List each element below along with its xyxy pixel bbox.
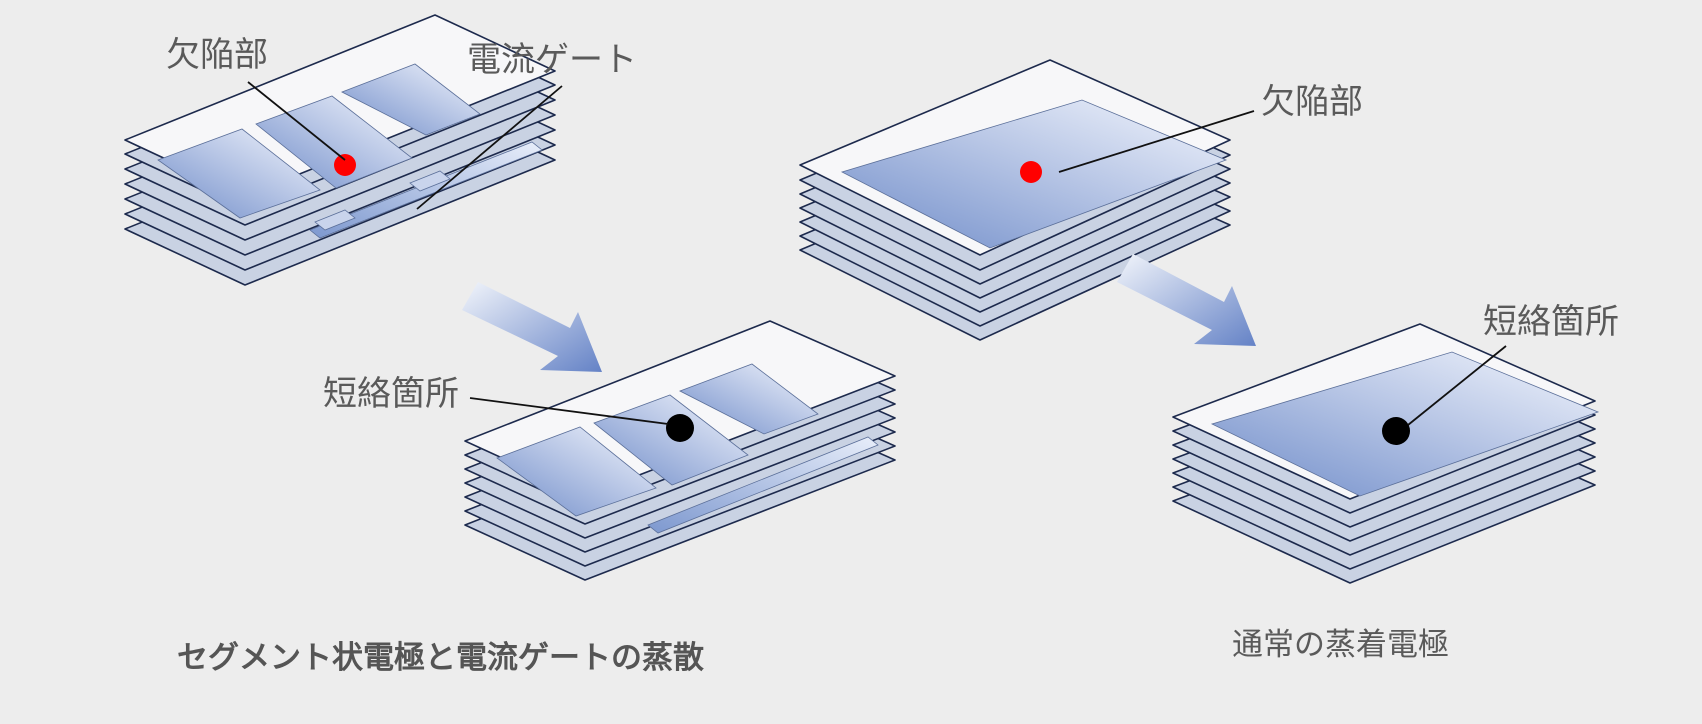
current-gate-bridge (314, 209, 356, 231)
electrode-segment (593, 394, 749, 486)
stack-segmented-after (464, 320, 896, 581)
defect-dot (334, 154, 356, 176)
short-dot (666, 414, 694, 442)
leader-line-short-b (1407, 345, 1507, 426)
caption-normal: 通常の蒸着電極 (1232, 627, 1449, 663)
leader-line-defect-b (1058, 110, 1255, 173)
label-defect-b: 欠陥部 (1261, 82, 1363, 122)
transition-arrow-left (462, 282, 602, 372)
stack-segmented-before (124, 14, 556, 286)
leader-line-short-a (469, 397, 669, 425)
electrode-segment (679, 363, 819, 435)
label-defect-a: 欠陥部 (166, 35, 268, 75)
electrode-segment (157, 128, 321, 219)
electrode-segment (341, 63, 481, 136)
leader-line-defect-a (247, 81, 346, 161)
stack-b-segments (496, 363, 879, 534)
electrode-strip (309, 141, 543, 239)
label-current-gate: 電流ゲート (467, 40, 637, 80)
caption-segmented: セグメント状電極と電流ゲートの蒸散 (177, 640, 704, 676)
defect-dot (1020, 161, 1042, 183)
current-gate-bridge (409, 170, 451, 192)
stack-normal-after (1172, 323, 1600, 584)
short-dot (1382, 417, 1410, 445)
leader-line-current-gate (416, 85, 563, 210)
electrode-segment (496, 426, 657, 517)
electrode-strip (647, 436, 879, 534)
label-short-a: 短絡箇所 (323, 374, 459, 414)
transition-arrow-right (1117, 254, 1256, 346)
label-short-b: 短絡箇所 (1483, 302, 1619, 342)
